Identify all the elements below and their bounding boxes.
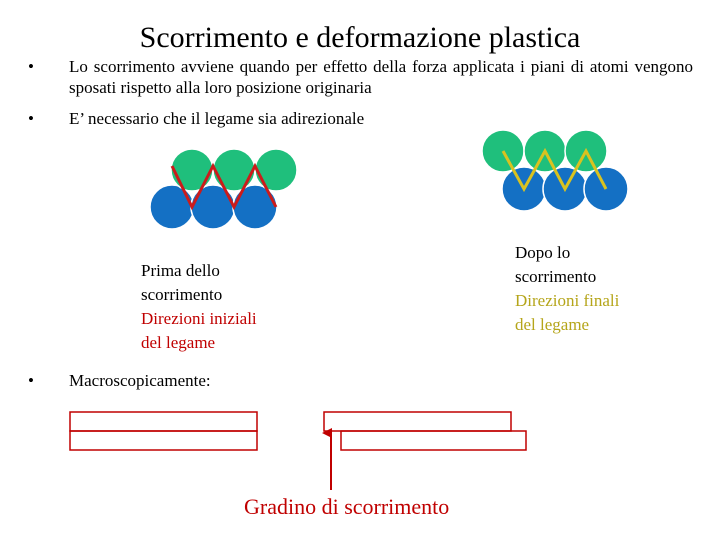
caption-before-line2: scorrimento [141, 285, 223, 304]
bullet-text: Macroscopicamente: [69, 371, 211, 390]
caption-after-colored1: Direzioni finali [515, 291, 620, 310]
block-lower [69, 430, 258, 451]
bullet-text: E’ necessario che il legame sia adirezio… [69, 109, 365, 128]
bond-lines-final [501, 147, 608, 193]
slide-title: Scorrimento e deformazione plastica [139, 21, 581, 54]
caption-before-line1: Prima dello [141, 261, 220, 280]
lattice-before [149, 148, 298, 230]
caption-after-line1: Dopo lo [515, 243, 571, 262]
caption-before-colored2: del legame [141, 333, 216, 352]
block-lower-shifted [340, 430, 527, 451]
gradino-label: Gradino di scorrimento [244, 494, 450, 519]
bullet-dot: • [28, 371, 34, 390]
atom-top [254, 148, 298, 192]
bullet-dot: • [28, 109, 34, 128]
bullet-macroscopicamente: • Macroscopicamente: [28, 370, 328, 391]
caption-after-colored2: del legame [515, 315, 590, 334]
block-upper [69, 411, 258, 432]
caption-before: Prima dello scorrimento Direzioni inizia… [141, 259, 301, 355]
bullet-text: Lo scorrimento avviene quando per effett… [69, 57, 693, 97]
bond-lines-initial [170, 162, 278, 211]
atom-bottom [232, 184, 278, 230]
atom-bottom [190, 184, 236, 230]
bullet-legame: • E’ necessario che il legame sia adirez… [28, 108, 688, 129]
blocks-before [69, 411, 258, 451]
atom-top [170, 148, 214, 192]
caption-after-line2: scorrimento [515, 267, 597, 286]
atom-bottom [149, 184, 195, 230]
atom-top [212, 148, 256, 192]
caption-after: Dopo lo scorrimento Direzioni finali del… [515, 241, 675, 337]
bullet-dot: • [28, 57, 34, 76]
bullet-scorrimento: • Lo scorrimento avviene quando per effe… [28, 56, 693, 98]
lattice-after [481, 129, 629, 212]
block-upper [323, 411, 512, 432]
caption-before-colored1: Direzioni iniziali [141, 309, 257, 328]
blocks-after [323, 411, 527, 451]
